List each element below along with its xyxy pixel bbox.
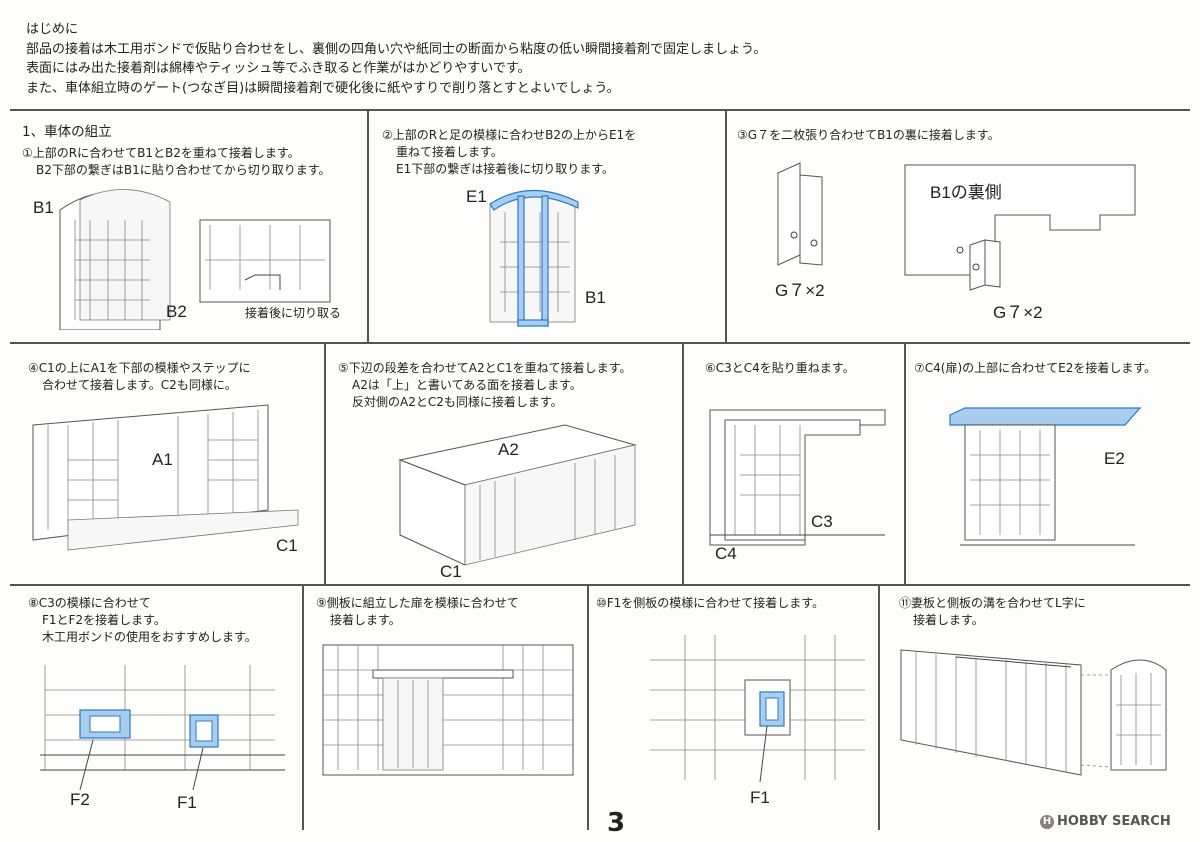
step-10-diagram: [650, 635, 865, 783]
divider: [587, 584, 589, 830]
part-label: A2: [498, 440, 519, 459]
part-label: G７×2: [775, 281, 825, 300]
part-label: C1: [440, 562, 462, 581]
step-7-text: ⑦C4(扉)の上部に合わせてE2を接着します。: [914, 361, 1157, 375]
step-1-diagram: [59, 189, 331, 330]
intro-line: はじめに: [26, 22, 79, 37]
divider: [302, 584, 304, 830]
step-9-text: ⑨側板に組立した扉を模様に合わせて 接着します。: [316, 596, 519, 627]
part-label: C3: [811, 512, 833, 531]
divider: [324, 342, 326, 584]
part-label: B1の裏側: [930, 183, 1002, 202]
divider: [904, 342, 906, 584]
section-title: 1、車体の組立: [22, 124, 112, 140]
divider: [10, 109, 1190, 111]
part-label: F2: [70, 790, 90, 809]
part-label: 接着後に切り取る: [245, 306, 342, 320]
intro-line: 表面にはみ出た接着剤は綿棒やティッシュ等でふき取ると作業がはかどりやすいです。: [26, 61, 531, 76]
step-7-diagram: [949, 407, 1142, 546]
divider: [878, 584, 880, 830]
step-5-diagram: [398, 424, 637, 566]
intro-line: 部品の接着は木工用ボンドで仮貼り合わせをし、裏側の四角い穴や紙同士の断面から粘度…: [26, 41, 767, 57]
part-label: C1: [276, 536, 298, 555]
step-11-text: ⑪妻板と側板の溝を合わせてL字に 接着します。: [899, 596, 1086, 627]
step-8-text: ⑧C3の模様に合わせて F1とF2を接着します。 木工用ボンドの使用をおすすめし…: [28, 596, 257, 644]
part-label: E1: [466, 187, 487, 206]
step-8-diagram: [40, 665, 285, 790]
part-label: F1: [750, 788, 770, 807]
step-2-text: ②上部のRと足の模様に合わせB2の上からE1を 重ねて接着します。 E1下部の繋…: [382, 128, 637, 176]
step-9-diagram: [322, 644, 574, 776]
step-2-diagram: [489, 189, 579, 327]
part-label: G７×2: [993, 303, 1043, 322]
part-label: F1: [177, 793, 197, 812]
step-6-diagram: [709, 409, 886, 546]
divider: [682, 342, 684, 584]
part-label: C4: [715, 544, 737, 563]
divider: [10, 342, 1190, 344]
intro-line: また、車体組立時のゲート(つなぎ目)は瞬間接着剤で硬化後に紙やすりで削り落とすと…: [26, 80, 620, 96]
part-label: B2: [166, 302, 187, 321]
divider: [725, 109, 727, 342]
step-5-text: ⑤下辺の段差を合わせてA2とC1を重ねて接着します。 A2は「上」と書いてある面…: [338, 361, 632, 409]
part-label: E2: [1104, 449, 1125, 468]
divider: [10, 584, 1190, 586]
step-3-diagram: [777, 162, 1136, 291]
step-1-text: ①上部のRに合わせてB1とB2を重ねて接着します。 B2下部の繋ぎはB1に貼り合…: [22, 146, 331, 177]
divider: [367, 109, 369, 342]
part-label: A1: [152, 450, 173, 469]
step-3-text: ③G７を二枚張り合わせてB1の裏に接着します。: [737, 128, 1000, 142]
part-label: B1: [585, 288, 606, 307]
page-number: 3: [607, 808, 626, 838]
part-label: B1: [33, 198, 54, 217]
step-6-text: ⑥C3とC4を貼り重ねます。: [705, 361, 855, 375]
step-4-text: ④C1の上にA1を下部の模様やステップに 合わせて接着します。C2も同様に。: [28, 361, 251, 392]
step-11-diagram: [900, 649, 1167, 776]
intro-notes: はじめに 部品の接着は木工用ボンドで仮貼り合わせをし、裏側の四角い穴や紙同士の断…: [26, 20, 766, 98]
step-4-diagram: [32, 404, 299, 551]
step-10-text: ⑩F1を側板の模様に合わせて接着します。: [596, 596, 825, 610]
